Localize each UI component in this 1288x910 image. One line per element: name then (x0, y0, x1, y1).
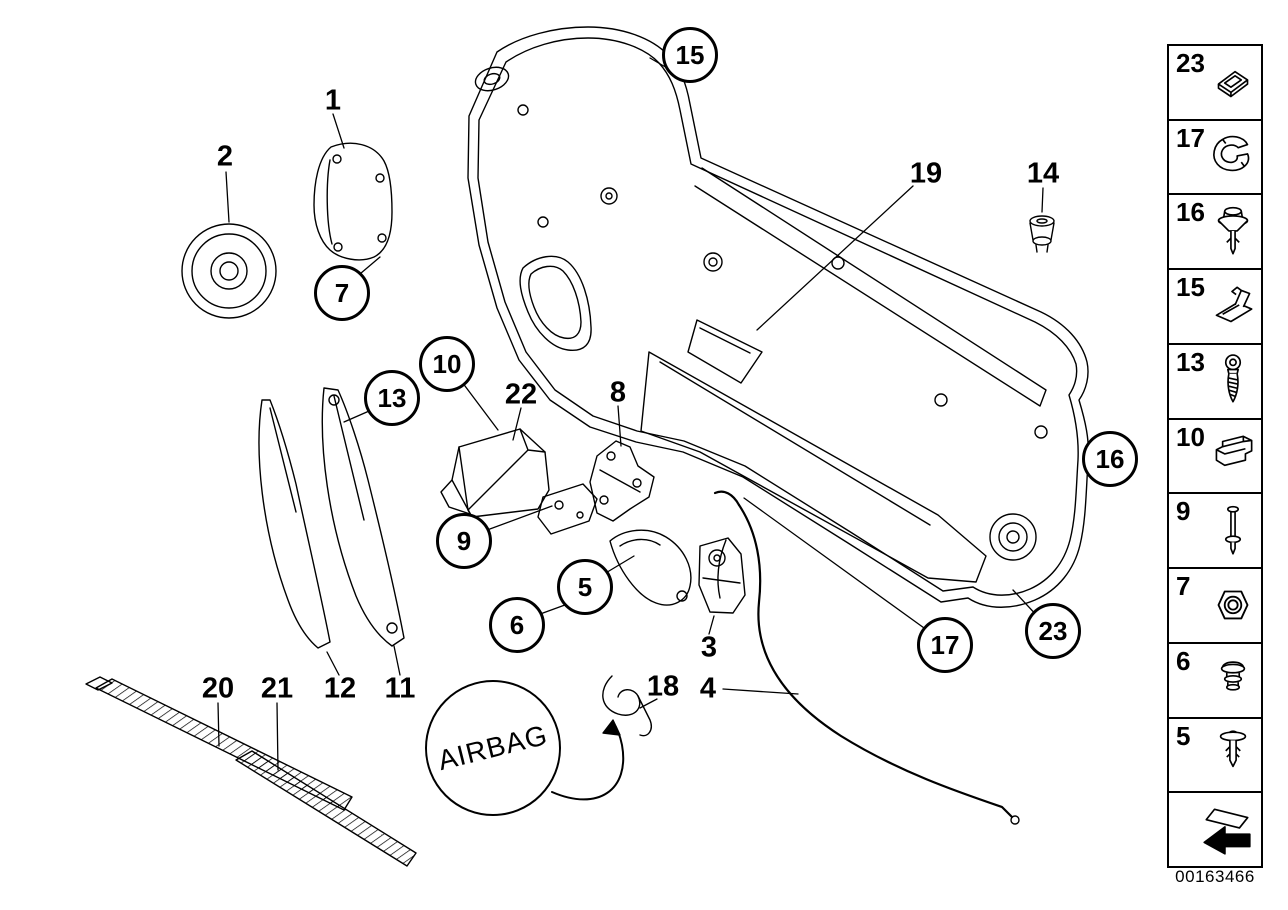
callout-3[interactable]: 3 (700, 631, 718, 664)
callout-11[interactable]: 11 (384, 672, 416, 705)
callout-18[interactable]: 18 (646, 670, 680, 703)
callout-23[interactable]: 23 (1025, 603, 1081, 659)
fastener-legend: 23 17 16 (1167, 44, 1263, 869)
speaker-cover-plate (313, 142, 393, 261)
grommet-icon (1206, 651, 1260, 709)
direction-arrow-icon (1194, 801, 1260, 859)
lock-actuator (698, 537, 746, 614)
airbag-arrow (551, 719, 625, 801)
document-number: 00163466 (1175, 867, 1255, 886)
speaker (181, 223, 277, 319)
airbag-badge: AIRBAG (425, 680, 561, 816)
callout-9[interactable]: 9 (436, 513, 492, 569)
legend-item-15[interactable]: 15 (1167, 268, 1263, 345)
square-clip-icon (1206, 53, 1260, 111)
callout-6[interactable]: 6 (489, 597, 545, 653)
legend-item-7[interactable]: 7 (1167, 567, 1263, 644)
leader-lines (217, 57, 1044, 771)
clamp-bracket-icon (1206, 427, 1260, 485)
grommet-part-14 (1029, 215, 1055, 253)
push-rivet-icon (1206, 726, 1260, 784)
callout-5[interactable]: 5 (557, 559, 613, 615)
legend-item-17[interactable]: 17 (1167, 118, 1263, 196)
legend-item-13[interactable]: 13 (1167, 342, 1263, 420)
legend-item-10[interactable]: 10 (1167, 417, 1263, 495)
callout-15[interactable]: 15 (662, 27, 718, 83)
expanding-rivet-icon (1206, 203, 1260, 261)
callout-12[interactable]: 12 (323, 672, 357, 705)
callout-22[interactable]: 22 (504, 378, 538, 411)
legend-item-9[interactable]: 9 (1167, 492, 1263, 570)
control-module (440, 428, 550, 518)
callout-7[interactable]: 7 (314, 265, 370, 321)
legend-item-23[interactable]: 23 (1167, 44, 1263, 121)
callout-10[interactable]: 10 (419, 336, 475, 392)
screw-icon (1206, 352, 1260, 410)
pin-rivet-icon (1206, 502, 1260, 560)
clip-part-18 (602, 675, 652, 737)
callout-4[interactable]: 4 (699, 672, 717, 705)
legend-item-6[interactable]: 6 (1167, 641, 1263, 719)
sheet-metal-clip-icon (1206, 128, 1260, 186)
callout-13[interactable]: 13 (364, 370, 420, 426)
callout-8[interactable]: 8 (609, 376, 627, 409)
door-carrier-panel (467, 26, 1090, 608)
door-pull-handle (609, 529, 692, 606)
mounting-bracket (589, 440, 655, 522)
callout-19[interactable]: 19 (909, 157, 943, 190)
sill-strips (85, 676, 417, 867)
hex-nut-icon (1206, 577, 1260, 635)
trim-strips (258, 387, 405, 649)
legend-item-arrow[interactable] (1167, 791, 1263, 869)
legend-item-5[interactable]: 5 (1167, 716, 1263, 794)
callout-1[interactable]: 1 (324, 84, 342, 117)
callout-16[interactable]: 16 (1082, 431, 1138, 487)
handle-bracket (537, 483, 598, 535)
callout-21[interactable]: 21 (260, 672, 294, 705)
spring-clip-icon (1206, 278, 1260, 336)
airbag-label: AIRBAG (434, 718, 551, 777)
bowden-cable (713, 490, 1020, 825)
callout-14[interactable]: 14 (1026, 157, 1060, 190)
callout-20[interactable]: 20 (201, 672, 235, 705)
legend-item-16[interactable]: 16 (1167, 193, 1263, 271)
callout-17[interactable]: 17 (917, 617, 973, 673)
callout-2[interactable]: 2 (216, 140, 234, 173)
